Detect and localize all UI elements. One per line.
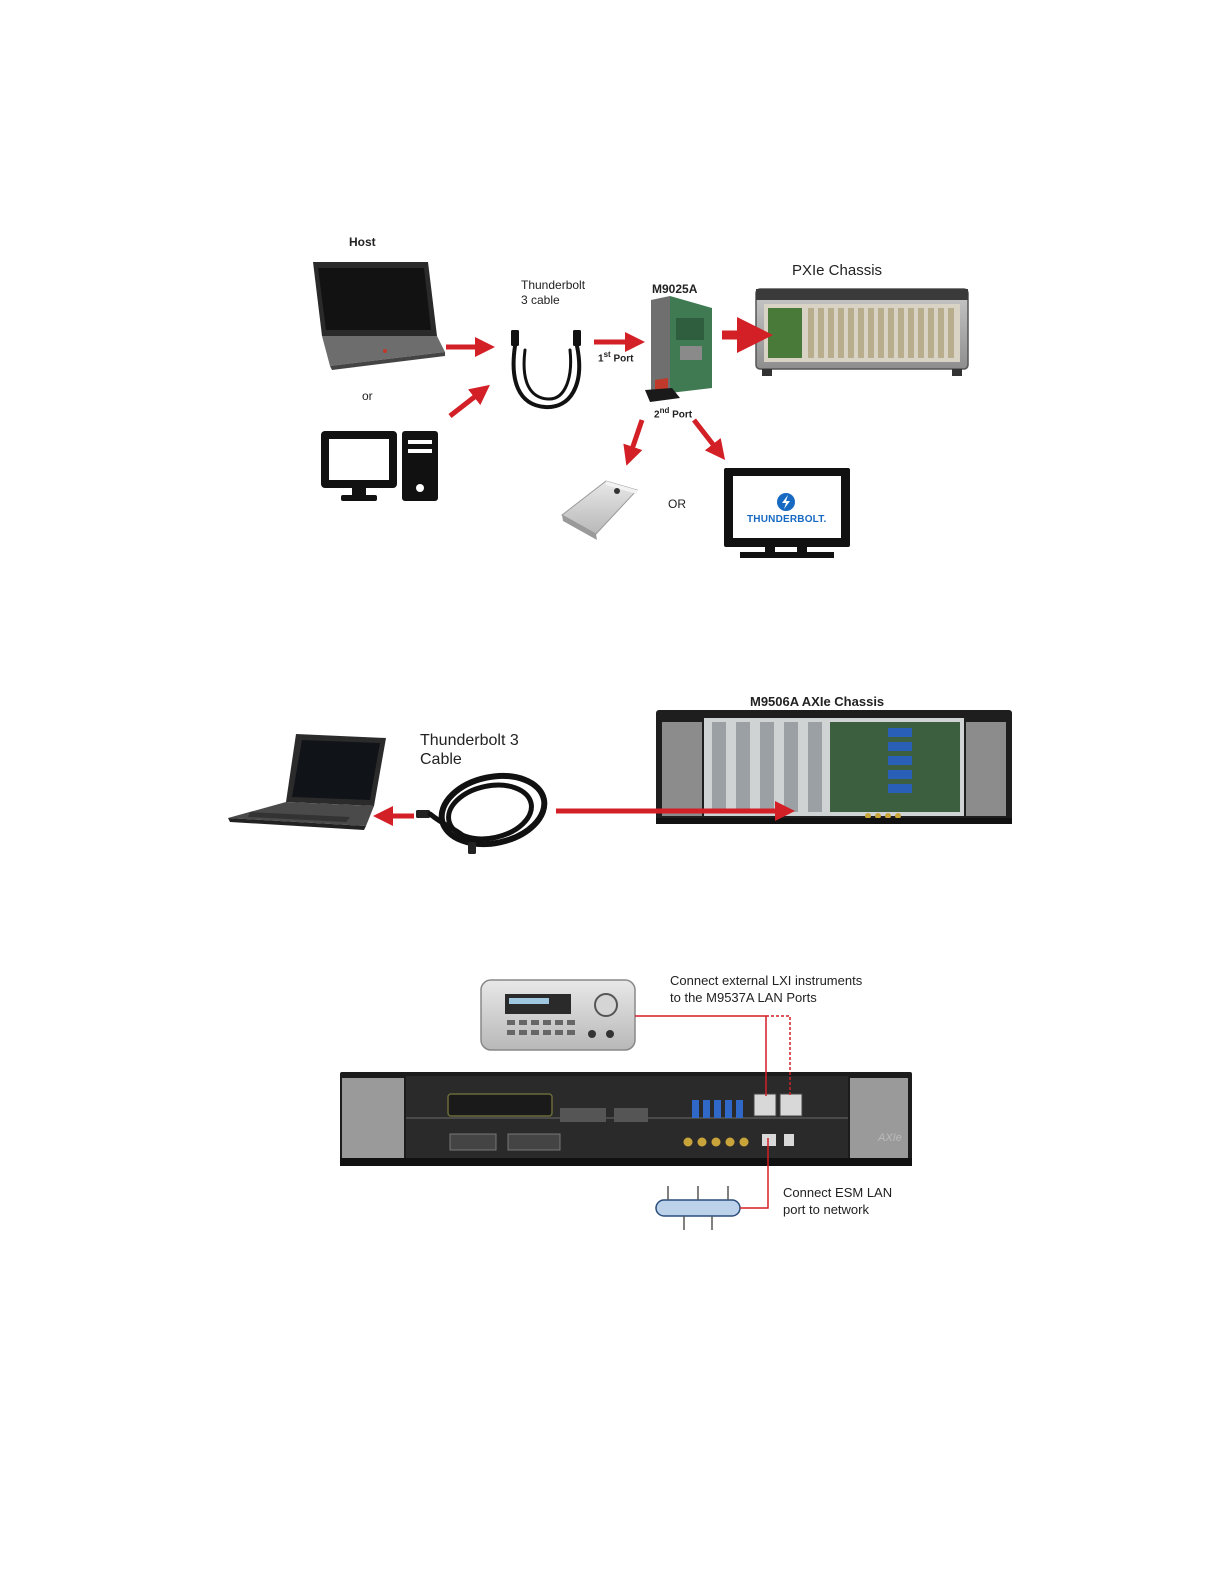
- port1-label: 1st Port: [598, 350, 633, 364]
- thunderbolt-cable-icon-2: [416, 767, 551, 854]
- pxie-chassis-label: PXIe Chassis: [792, 262, 882, 279]
- function-generator-icon: [481, 980, 635, 1050]
- thunderbolt-monitor-icon: [724, 468, 850, 558]
- thunderbolt-3-cable-label: Thunderbolt 3 Cable: [420, 731, 519, 769]
- pxie-chassis-icon: [756, 289, 968, 376]
- laptop-icon: [313, 262, 445, 370]
- thunderbolt-logo-icon: [777, 493, 795, 511]
- laptop-icon-2: [228, 734, 386, 830]
- thunderbolt-logo-text: THUNDERBOLT.: [747, 514, 826, 525]
- diagram-2: [228, 710, 1012, 854]
- host-label: Host: [349, 235, 376, 249]
- arrow-port2-to-storage: [628, 420, 642, 461]
- thunderbolt-cable-icon: [511, 330, 581, 407]
- or-label-bottom: OR: [668, 497, 686, 511]
- or-label-left: or: [362, 389, 373, 403]
- arrow-desktop-to-cable: [450, 388, 486, 416]
- thunderbolt-cable-label: Thunderbolt 3 cable: [521, 278, 585, 308]
- desktop-computer-icon: [321, 431, 438, 501]
- external-storage-icon: [562, 481, 637, 540]
- m9537a-chassis-icon: [340, 1072, 912, 1166]
- m9025a-module-icon: [645, 296, 712, 402]
- m9506a-axie-chassis-icon: [656, 710, 1012, 824]
- diagram-1: [313, 262, 968, 558]
- lxi-instruments-label: Connect external LXI instruments to the …: [670, 972, 862, 1006]
- m9506a-chassis-label: M9506A AXIe Chassis: [750, 694, 884, 709]
- m9025a-label: M9025A: [652, 282, 697, 296]
- arrow-port2-to-monitor: [694, 420, 722, 456]
- axie-logo: AXIe: [878, 1132, 902, 1144]
- esm-lan-label: Connect ESM LAN port to network: [783, 1184, 892, 1218]
- port2-label: 2nd Port: [654, 406, 692, 420]
- network-bus-icon: [656, 1186, 740, 1230]
